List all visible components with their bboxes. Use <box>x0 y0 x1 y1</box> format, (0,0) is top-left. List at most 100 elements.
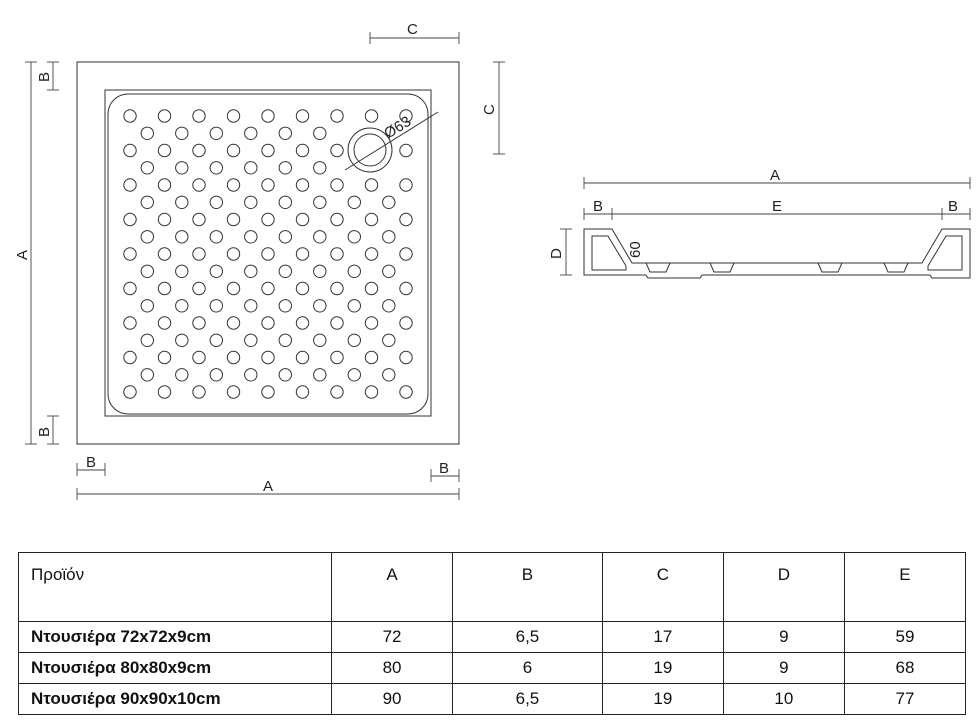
anti-slip-holes <box>123 109 413 399</box>
anti-slip-hole <box>382 333 396 347</box>
anti-slip-hole <box>192 178 206 192</box>
anti-slip-hole <box>157 212 172 227</box>
anti-slip-hole <box>157 350 172 365</box>
anti-slip-hole <box>226 143 241 158</box>
anti-slip-hole <box>313 161 327 175</box>
header-C: C <box>601 552 724 622</box>
anti-slip-hole <box>278 126 292 141</box>
anti-slip-hole <box>313 333 327 347</box>
plan-dimensions <box>25 32 505 500</box>
anti-slip-hole <box>313 126 327 141</box>
anti-slip-hole <box>347 230 361 244</box>
anti-slip-hole <box>330 143 344 158</box>
anti-slip-hole <box>140 230 155 244</box>
plan-dim-B-bottom-left: B <box>86 454 96 471</box>
anti-slip-hole <box>226 247 241 261</box>
anti-slip-hole <box>399 247 413 261</box>
anti-slip-hole <box>261 178 275 192</box>
anti-slip-hole <box>261 247 275 261</box>
anti-slip-hole <box>209 264 224 278</box>
anti-slip-hole <box>313 299 327 313</box>
anti-slip-hole <box>399 212 413 227</box>
anti-slip-hole <box>313 264 327 278</box>
anti-slip-hole <box>364 316 379 330</box>
spec-header-row: Προϊόν A B C D E <box>18 552 967 622</box>
anti-slip-hole <box>347 195 361 210</box>
anti-slip-hole <box>244 230 258 244</box>
value-B: 6,5 <box>452 683 603 715</box>
anti-slip-hole <box>244 333 258 347</box>
anti-slip-hole <box>364 212 379 227</box>
anti-slip-hole <box>313 230 327 244</box>
plan-view <box>76 61 460 445</box>
anti-slip-hole <box>347 333 361 347</box>
section-view <box>583 228 971 279</box>
anti-slip-hole <box>261 281 275 296</box>
anti-slip-hole <box>140 368 155 382</box>
anti-slip-hole <box>347 264 361 278</box>
anti-slip-hole <box>295 143 310 158</box>
value-D: 9 <box>722 621 845 653</box>
anti-slip-hole <box>330 385 344 399</box>
value-A: 80 <box>330 652 454 684</box>
drain-outer-circle <box>347 127 393 173</box>
anti-slip-hole <box>140 264 155 278</box>
anti-slip-hole <box>399 350 413 365</box>
anti-slip-hole <box>157 281 172 296</box>
section-dim-B-left: B <box>593 198 603 215</box>
anti-slip-hole <box>382 299 396 313</box>
drain-inner-circle <box>353 133 387 167</box>
anti-slip-hole <box>295 350 310 365</box>
table-row: Ντουσιέρα 90x90x10cm 90 6,5 19 10 77 <box>18 683 967 715</box>
anti-slip-hole <box>175 333 189 347</box>
anti-slip-hole <box>192 316 206 330</box>
anti-slip-hole <box>140 333 155 347</box>
anti-slip-hole <box>175 126 189 141</box>
section-inner-left <box>591 235 627 271</box>
anti-slip-hole <box>157 385 172 399</box>
anti-slip-hole <box>157 143 172 158</box>
anti-slip-hole <box>123 350 137 365</box>
anti-slip-hole <box>157 316 172 330</box>
value-E: 68 <box>843 652 967 684</box>
anti-slip-hole <box>175 264 189 278</box>
anti-slip-hole <box>157 247 172 261</box>
section-dim-D: D <box>548 248 565 259</box>
anti-slip-hole <box>330 281 344 296</box>
anti-slip-hole <box>192 247 206 261</box>
anti-slip-hole <box>192 143 206 158</box>
anti-slip-hole <box>364 109 379 123</box>
drain-leader-line <box>344 111 439 171</box>
anti-slip-hole <box>123 212 137 227</box>
anti-slip-hole <box>226 281 241 296</box>
anti-slip-hole <box>399 143 413 158</box>
anti-slip-hole <box>399 109 413 123</box>
plan-dim-B-vertical-bottom: B <box>36 427 53 437</box>
anti-slip-hole <box>278 195 292 210</box>
anti-slip-hole <box>347 299 361 313</box>
value-C: 17 <box>601 621 724 653</box>
plan-dim-A-horizontal: A <box>263 478 273 495</box>
anti-slip-hole <box>244 161 258 175</box>
anti-slip-hole <box>175 195 189 210</box>
section-dim-A: A <box>770 167 780 184</box>
anti-slip-hole <box>295 385 310 399</box>
anti-slip-hole <box>209 230 224 244</box>
anti-slip-hole <box>364 247 379 261</box>
anti-slip-hole <box>278 230 292 244</box>
header-D: D <box>722 552 845 622</box>
plan-dim-B-vertical-top: B <box>36 72 53 82</box>
anti-slip-hole <box>399 316 413 330</box>
anti-slip-hole <box>244 299 258 313</box>
plan-dim-B-bottom-right: B <box>439 460 449 477</box>
anti-slip-hole <box>295 316 310 330</box>
value-E: 59 <box>843 621 967 653</box>
anti-slip-hole <box>330 109 344 123</box>
anti-slip-hole <box>209 299 224 313</box>
technical-drawing: Ø63 A B B A B B <box>14 21 971 500</box>
anti-slip-hole <box>330 247 344 261</box>
anti-slip-hole <box>140 195 155 210</box>
anti-slip-hole <box>123 247 137 261</box>
anti-slip-hole <box>313 368 327 382</box>
anti-slip-hole <box>382 368 396 382</box>
